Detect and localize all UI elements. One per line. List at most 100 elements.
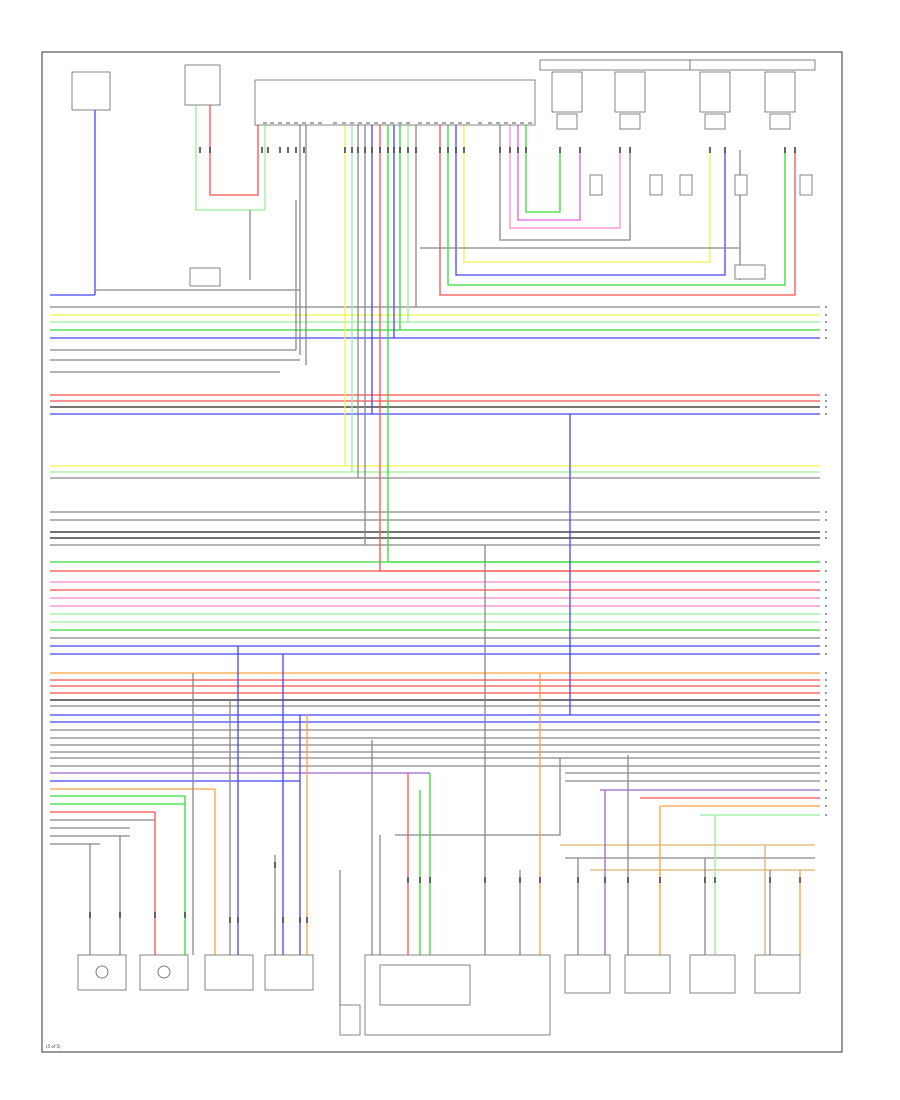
pin-marker [466,122,470,124]
inline-connector [589,174,603,196]
connector-pin [184,912,186,918]
pin-marker [478,122,482,124]
label-layer [89,122,827,923]
pin-marker [278,122,282,124]
pin-marker [406,122,410,124]
connector-pin [407,877,409,883]
wire-end-point [825,394,827,396]
connector-pin [261,147,263,153]
wire [387,125,820,563]
wire-end-point [825,589,827,591]
wire [209,105,259,196]
sensor-symbol [157,965,171,979]
ground-block [339,1004,361,1036]
sensor-symbol [95,965,109,979]
inline-connector [679,174,693,196]
pin-marker [418,122,422,124]
connector-pin [295,147,297,153]
sensor-plug [704,113,726,130]
connector-pin [387,147,389,153]
connector-pin [447,147,449,153]
connector-pin [709,147,711,153]
right-bottom-sensor [624,954,671,994]
pin-marker [310,122,314,124]
inline-connector [649,174,663,196]
connector-pin [769,877,771,883]
connector-pin [455,147,457,153]
pin-marker [512,122,516,124]
pin-marker [294,122,298,124]
ground-splice [734,264,766,280]
pin-marker [270,122,274,124]
wire-end-point [825,685,827,687]
wire-end-point [825,561,827,563]
wire-end-point [825,519,827,521]
connector-pin [393,147,395,153]
pin-marker [382,122,386,124]
pin-marker [350,122,354,124]
pin-marker [458,122,462,124]
wire-end-point [825,765,827,767]
wire-end-point [825,605,827,607]
connector-pin [714,877,716,883]
wire-end-point [825,789,827,791]
connector-pin [439,147,441,153]
wire-end-point [825,314,827,316]
wire-end-point [825,531,827,533]
bottom-sensor [264,954,314,991]
connector-pin [499,147,501,153]
wire-end-point [825,597,827,599]
pin-marker [426,122,430,124]
wire [525,125,561,213]
wire-end-point [825,714,827,716]
wire-end-point [825,413,827,415]
connector-pin [209,147,211,153]
main-ecu-connector [254,79,536,126]
connector-pin [509,147,511,153]
wire-end-point [825,751,827,753]
connector-pin [799,877,801,883]
wire-end-point [825,737,827,739]
connector-pin [279,147,281,153]
pin-marker [390,122,394,124]
right-sensor-group-label-box [539,59,691,71]
sensor-plug [619,113,641,130]
connector-pin [415,147,417,153]
pin-marker [333,122,337,124]
wire-end-point [825,329,827,331]
pin-marker [286,122,290,124]
connector-pin [303,147,305,153]
right-bottom-sensor [754,954,801,994]
connector-pin [525,147,527,153]
connector-pin [619,147,621,153]
sensor-plug [769,113,791,130]
connector-pin [399,147,401,153]
connector-pin [704,877,706,883]
wire-end-point [825,672,827,674]
wire [439,125,796,296]
pin-marker [398,122,402,124]
connector-pin [724,147,726,153]
wire-end-point [825,613,827,615]
pin-marker [520,122,524,124]
wire-end-point [825,511,827,513]
connector-pin [287,147,289,153]
inline-connector [734,174,748,196]
wire-end-point [825,729,827,731]
connector-pin [539,877,541,883]
connector-pin [351,147,353,153]
connector-pin [784,147,786,153]
wire-end-point [825,814,827,816]
connector-pin [517,147,519,153]
bottom-sensor [77,954,127,991]
wire [455,125,726,276]
connector-pin [119,912,121,918]
left-sensor-group-label-box [689,59,816,71]
direction-sensor [699,71,731,113]
wire [447,125,786,286]
wire [517,125,581,221]
wire-end-point [825,537,827,539]
wire-end-point [825,321,827,323]
wire [395,758,561,836]
connector-pin [463,147,465,153]
